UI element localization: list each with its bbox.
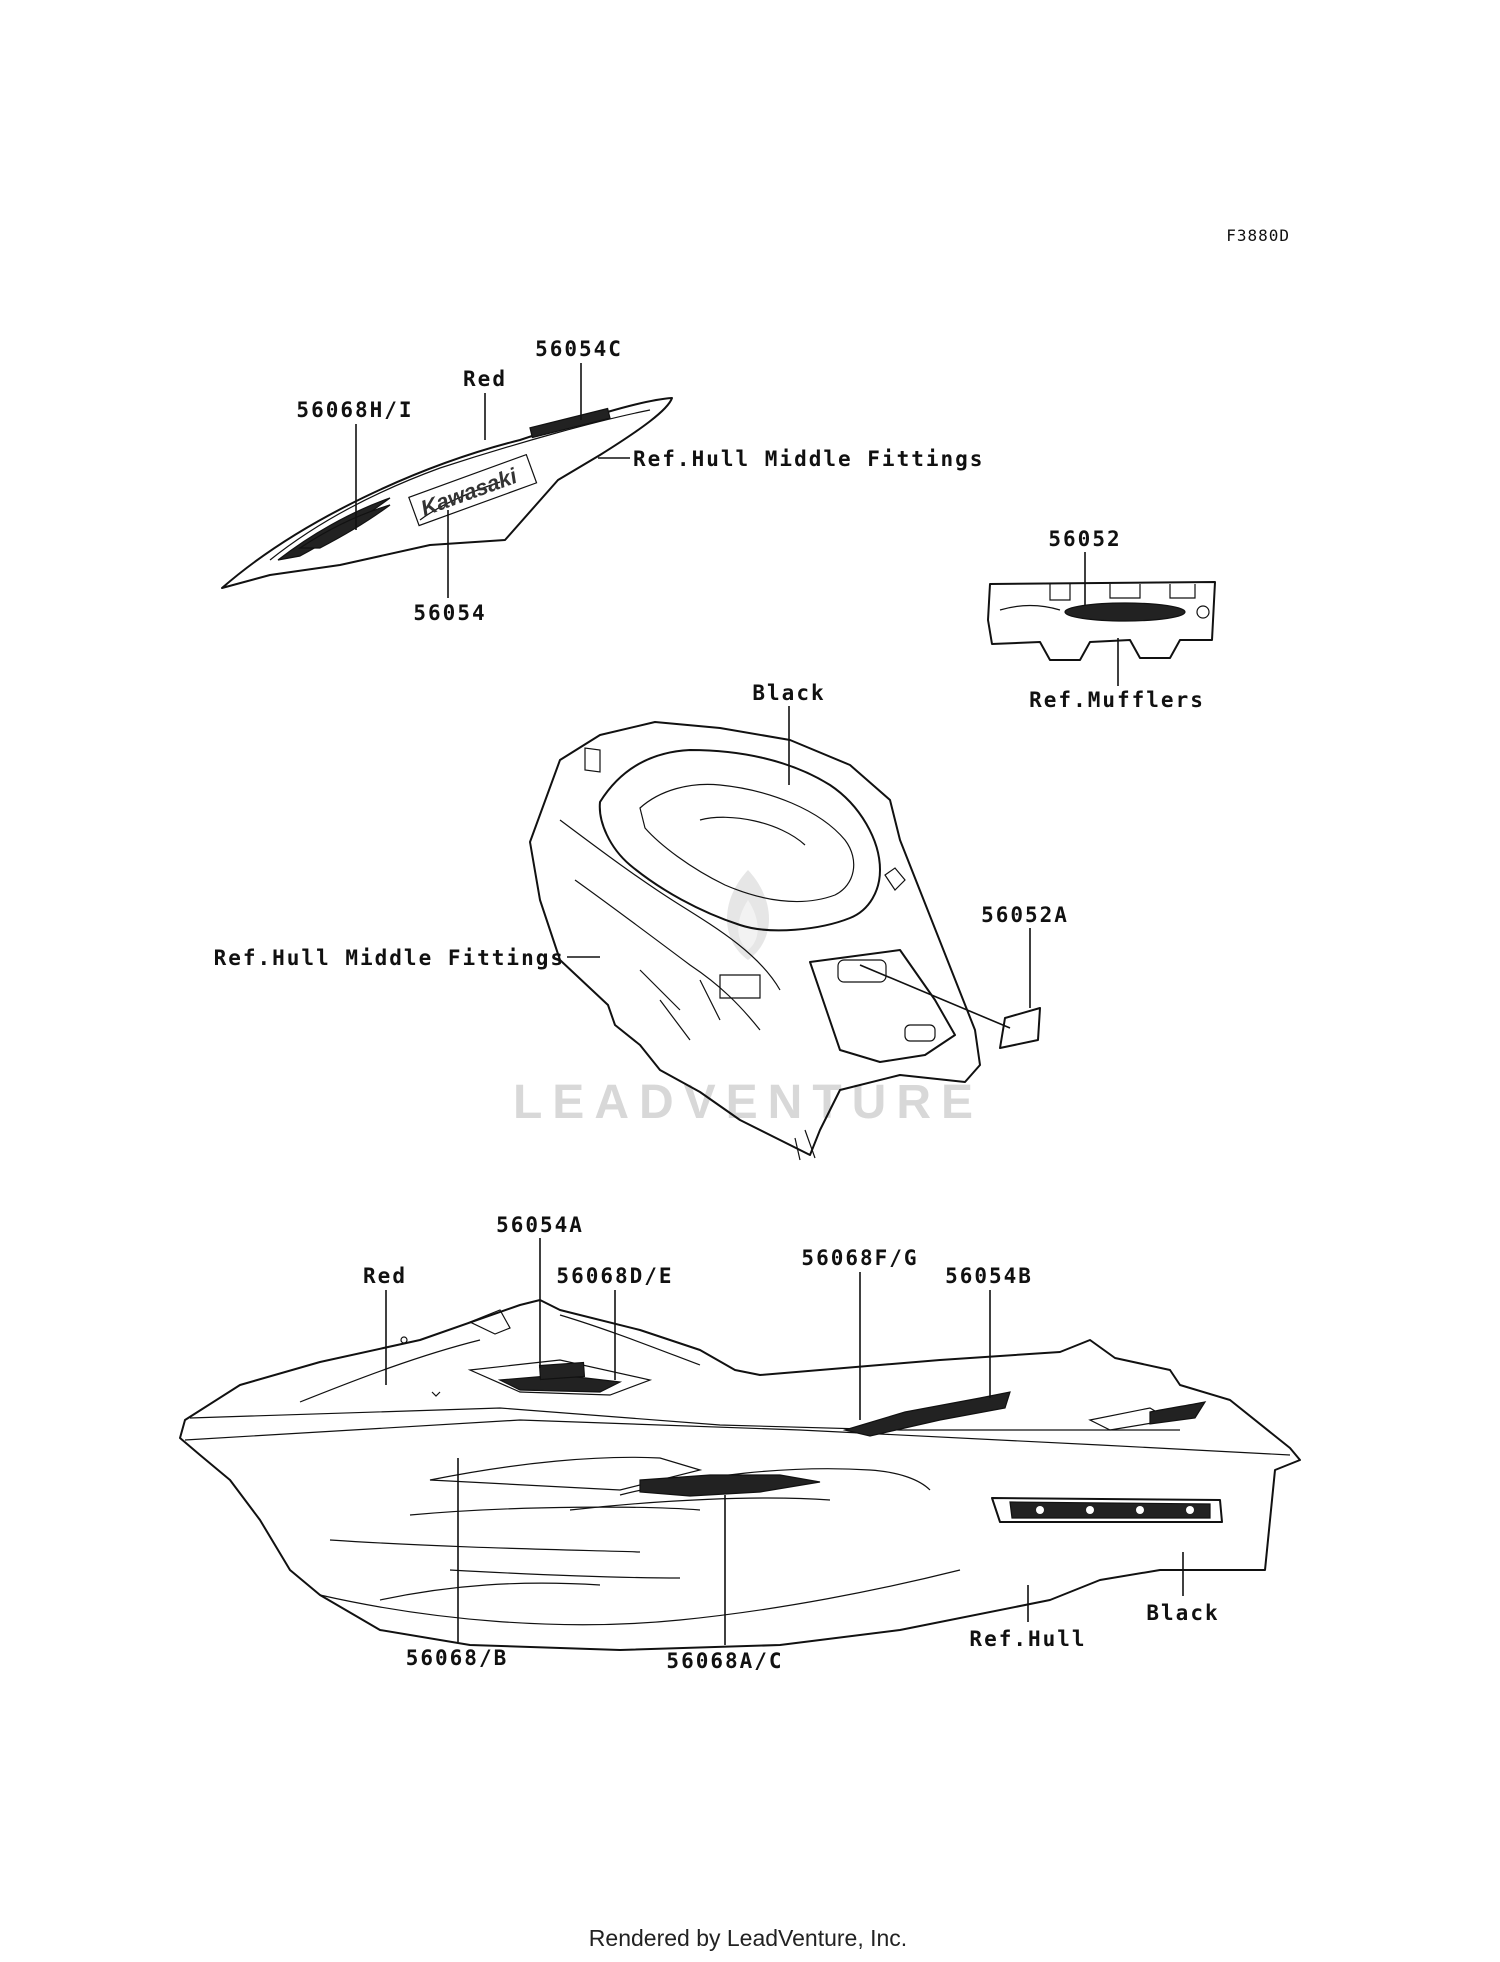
callout-red-top: Red: [463, 367, 507, 391]
callout-56068-b: 56068/B: [406, 1646, 509, 1670]
watermark: LEADVENTURE: [513, 870, 983, 1129]
callout-ref-hull: Ref.Hull: [969, 1627, 1086, 1651]
callout-56054b: 56054B: [945, 1264, 1033, 1288]
figure-code: F3880D: [1226, 226, 1290, 245]
callout-56068f-g: 56068F/G: [801, 1246, 918, 1270]
leader-56052a-target: [859, 964, 1011, 1029]
callout-56054c: 56054C: [535, 337, 623, 361]
footer-credit: Rendered by LeadVenture, Inc.: [589, 1925, 907, 1951]
callout-56054a: 56054A: [496, 1213, 584, 1237]
callout-56068d-e: 56068D/E: [556, 1264, 673, 1288]
callout-56054: 56054: [413, 601, 486, 625]
callout-56052: 56052: [1048, 527, 1121, 551]
callout-black-middle: Black: [752, 681, 825, 705]
top-decal-part: Kawasaki: [221, 397, 673, 589]
hull-middle-part: [529, 721, 981, 1161]
callout-56052a: 56052A: [981, 903, 1069, 927]
callout-ref-mufflers: Ref.Mufflers: [1029, 688, 1205, 712]
callout-ref-hull-middle-fittings-mid: Ref.Hull Middle Fittings: [214, 946, 565, 970]
decal-56052a-part: [999, 1007, 1041, 1049]
callout-black-hull: Black: [1146, 1601, 1219, 1625]
watermark-text: LEADVENTURE: [513, 1076, 983, 1129]
kawasaki-logo-text: Kawasaki: [417, 463, 521, 521]
callout-red-hull: Red: [363, 1264, 407, 1288]
callout-ref-hull-middle-fittings-top: Ref.Hull Middle Fittings: [633, 447, 984, 471]
callout-56068a-c: 56068A/C: [666, 1649, 783, 1673]
muffler-decal-part: [987, 581, 1216, 661]
hull-side-part: [179, 1299, 1301, 1651]
callout-56068h-i: 56068H/I: [296, 398, 413, 422]
